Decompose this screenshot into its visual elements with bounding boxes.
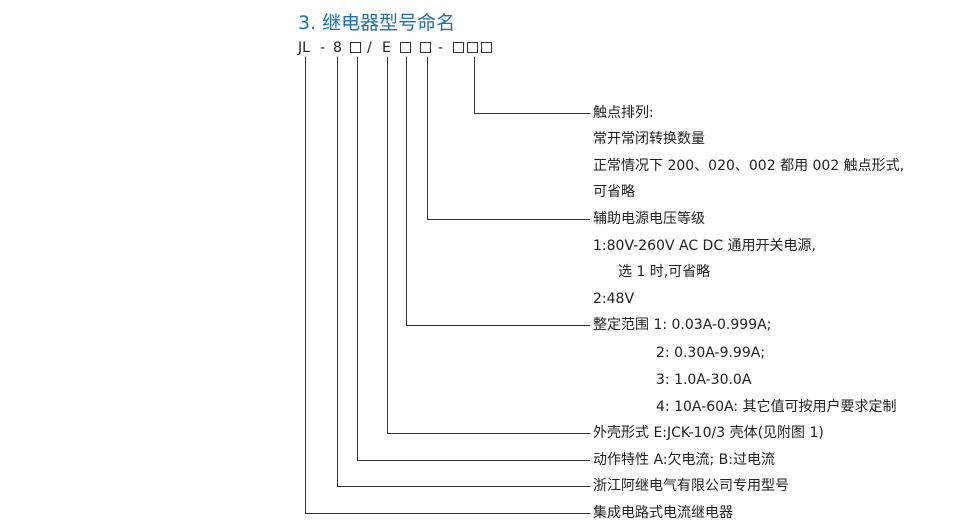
model-dash-1: -: [320, 40, 326, 56]
leader-contacts: [474, 57, 590, 114]
leader-action: [357, 57, 590, 461]
ann-contacts-line-2: 正常情况下 200、020、002 都用 002 触点形式,: [593, 158, 905, 174]
ann-voltage-heading: 辅助电源电压等级: [593, 211, 705, 227]
model-box-range: [350, 42, 361, 53]
model-prefix: JL: [298, 40, 310, 56]
ann-contacts-heading: 触点排列:: [593, 105, 654, 121]
leader-shape: [387, 57, 590, 434]
model-letter: E: [382, 40, 391, 56]
model-dash-2: -: [438, 40, 444, 56]
model-digit: 8: [333, 40, 342, 56]
leader-company: [337, 57, 590, 487]
model-box-contact-3: [481, 42, 492, 53]
leader-range: [406, 57, 590, 326]
ann-series: 集成电路式电流继电器: [593, 505, 733, 521]
model-box-contact-2: [467, 42, 478, 53]
ann-voltage-line-3: 2:48V: [593, 291, 635, 307]
model-box-voltage: [400, 42, 411, 53]
ann-voltage-line-1: 1:80V-260V AC DC 通用开关电源,: [593, 238, 817, 254]
ann-range-line-1: 2: 0.30A-9.99A;: [656, 345, 766, 361]
ann-voltage-line-2: 选 1 时,可省略: [618, 264, 711, 280]
model-box-contact-1: [453, 42, 464, 53]
section-title: 3. 继电器型号命名: [298, 12, 456, 34]
model-slash: /: [367, 40, 372, 56]
ann-range-heading: 整定范围 1: 0.03A-0.999A;: [593, 317, 772, 333]
ann-range-line-3: 4: 10A-60A: 其它值可按用户要求定制: [656, 399, 897, 415]
leader-series: [305, 57, 590, 514]
ann-contacts-line-3: 可省略: [593, 184, 635, 200]
ann-range-line-2: 3: 1.0A-30.0A: [656, 372, 752, 388]
ann-contacts-line-1: 常开常闭转换数量: [593, 131, 705, 147]
ann-action: 动作特性 A:欠电流; B:过电流: [593, 452, 775, 468]
model-box-contact: [420, 42, 431, 53]
leader-voltage: [427, 57, 590, 220]
ann-company: 浙江阿继电气有限公司专用型号: [593, 478, 789, 494]
ann-shape: 外壳形式 E:JCK-10/3 壳体(见附图 1): [593, 425, 824, 441]
